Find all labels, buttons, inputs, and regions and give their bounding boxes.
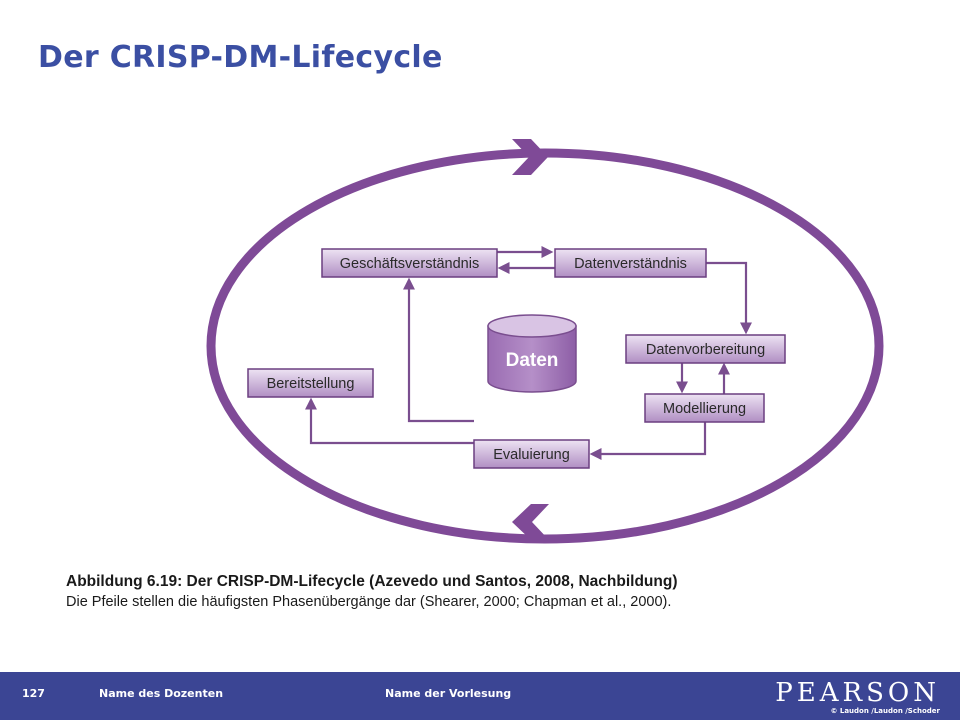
box-bereitstellung bbox=[247, 368, 374, 398]
footer-bar: 127 Name des Dozenten Name der Vorlesung… bbox=[0, 672, 960, 720]
box-geschaeftsverstaendnis bbox=[321, 248, 498, 278]
arrow-dataunderstanding-to-preparation bbox=[706, 261, 753, 335]
label-datenvorbereitung: Datenvorbereitung bbox=[646, 342, 765, 358]
box-evaluierung bbox=[473, 439, 590, 469]
lecturer-name: Name des Dozenten bbox=[99, 687, 224, 700]
label-geschaeftsverstaendnis: Geschäftsverständnis bbox=[340, 256, 479, 272]
publisher-logo: PEARSON bbox=[775, 678, 940, 708]
label-datenverstaendnis: Datenverständnis bbox=[574, 256, 687, 272]
daten-cylinder bbox=[487, 314, 577, 393]
figure-caption: Abbildung 6.19: Der CRISP-DM-Lifecycle (… bbox=[66, 571, 677, 612]
lecture-name: Name der Vorlesung bbox=[385, 687, 512, 700]
box-datenvorbereitung bbox=[625, 334, 786, 364]
label-evaluierung: Evaluierung bbox=[493, 447, 570, 463]
label-modellierung: Modellierung bbox=[663, 401, 746, 417]
arrow-evaluation-to-business bbox=[402, 277, 474, 423]
page-number: 127 bbox=[22, 687, 45, 700]
publisher-credit: © Laudon /Laudon /Schoder bbox=[830, 707, 940, 715]
label-daten: Daten bbox=[506, 350, 559, 371]
slide-title: Der CRISP-DM-Lifecycle bbox=[38, 40, 443, 75]
arrow-evaluation-to-deployment bbox=[304, 397, 474, 445]
cycle-chevron-top bbox=[512, 139, 548, 175]
caption-title: Abbildung 6.19: Der CRISP-DM-Lifecycle (… bbox=[66, 573, 678, 590]
box-datenverstaendnis bbox=[554, 248, 707, 278]
box-modellierung bbox=[644, 393, 765, 423]
cycle-chevron-bottom bbox=[512, 504, 549, 540]
label-bereitstellung: Bereitstellung bbox=[267, 376, 355, 392]
caption-text: Die Pfeile stellen die häufigsten Phasen… bbox=[66, 594, 672, 610]
arrow-modeling-to-evaluation bbox=[589, 422, 707, 461]
